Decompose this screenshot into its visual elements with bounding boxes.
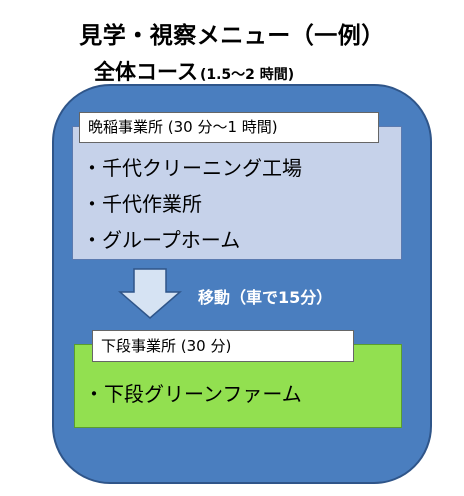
page-title: 見学・視察メニュー（一例） [79,23,385,49]
list-item: ・千代クリーニング工場 [82,156,302,180]
list-item: ・下段グリーンファーム [84,382,302,406]
course-name: 全体コース [94,60,198,84]
section-okute-label: 晩稲事業所 (30 分〜1 時間) [79,112,379,143]
section-okute-list: ・千代クリーニング工場 ・千代作業所 ・グループホーム [82,150,302,258]
section-shimodan-list: ・下段グリーンファーム [84,378,302,410]
down-arrow-icon [118,268,182,319]
list-item: ・千代作業所 [82,192,202,216]
course-duration: (1.5〜2 時間) [199,67,295,83]
section-shimodan-label: 下段事業所 (30 分) [92,330,354,362]
list-item: ・グループホーム [82,228,241,252]
section-okute-panel [72,126,402,260]
course-subtitle: 全体コース(1.5〜2 時間) [94,56,294,86]
transfer-label: 移動（車で15分） [198,288,333,307]
